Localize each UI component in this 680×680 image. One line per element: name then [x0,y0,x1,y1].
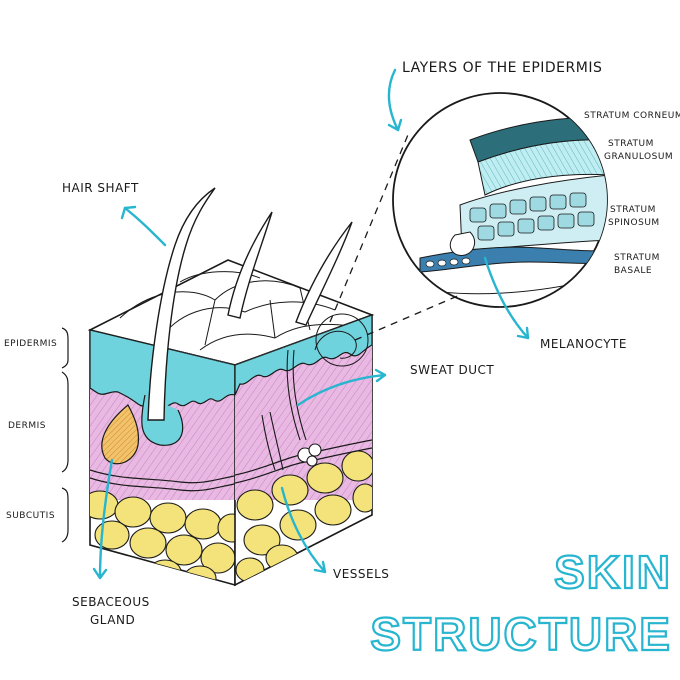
vessel-front [90,469,235,484]
skin-block [87,187,375,587]
epidermis-label: EPIDERMIS [4,339,57,349]
spinosum-cells [469,192,595,241]
stratum-granulosum-label-line1: STRATUM [608,139,654,149]
stratum-basale-label-line1: STRATUM [614,253,660,263]
hair-shaft-3 [295,221,353,326]
arrow-icon [483,256,530,340]
arrow-icon [296,373,387,407]
magnified-view [392,92,608,308]
stratum-spinosum-label-line2: SPINOSUM [608,218,660,228]
stratum-basale-label-line2: BASALE [614,266,652,276]
arrow-icon [123,206,167,247]
sebaceous-label-line2: GLAND [90,613,135,627]
magnify-source-ring [315,313,369,367]
melanocyte-cell [449,231,476,256]
basale-cells [425,257,471,268]
stratum-spinosum-label-line1: STRATUM [610,205,656,215]
arrows [92,68,530,580]
stratum-granulosum-label-line2: GRANULOSUM [604,152,673,162]
arrow-icon [280,486,327,574]
title-line1: SKIN [554,546,672,598]
dermis-label: DERMIS [8,421,46,431]
sweat-duct [286,349,301,441]
stratum-corneum-label: STRATUM CORNEUM [584,111,680,121]
sweat-gland [297,443,322,467]
title-line2: STRUCTURE [370,608,672,660]
arrow-icon [98,458,114,580]
hair-shaft-label: HAIR SHAFT [62,181,139,195]
epidermis-side [235,315,372,396]
fat-cells-side [235,450,372,583]
arrow-icon [387,68,400,132]
stratum-granulosum-band [477,139,607,196]
hair-shaft-2 [227,211,273,319]
hair-shaft-main [147,187,216,421]
layer-brackets [61,327,69,543]
sebaceous-gland [101,404,140,465]
magnify-connectors [329,129,461,341]
hair-shafts [147,187,353,421]
sweat-duct-label: SWEAT DUCT [410,363,494,377]
vessels-label: VESSELS [333,567,389,581]
layers-callout-label: LAYERS OF THE EPIDERMIS [402,60,602,76]
subcutis-label: SUBCUTIS [6,511,55,521]
side-follicle [314,330,357,359]
sebaceous-label-line1: SEBACEOUS [72,595,150,609]
melanocyte-label: MELANOCYTE [540,337,627,351]
